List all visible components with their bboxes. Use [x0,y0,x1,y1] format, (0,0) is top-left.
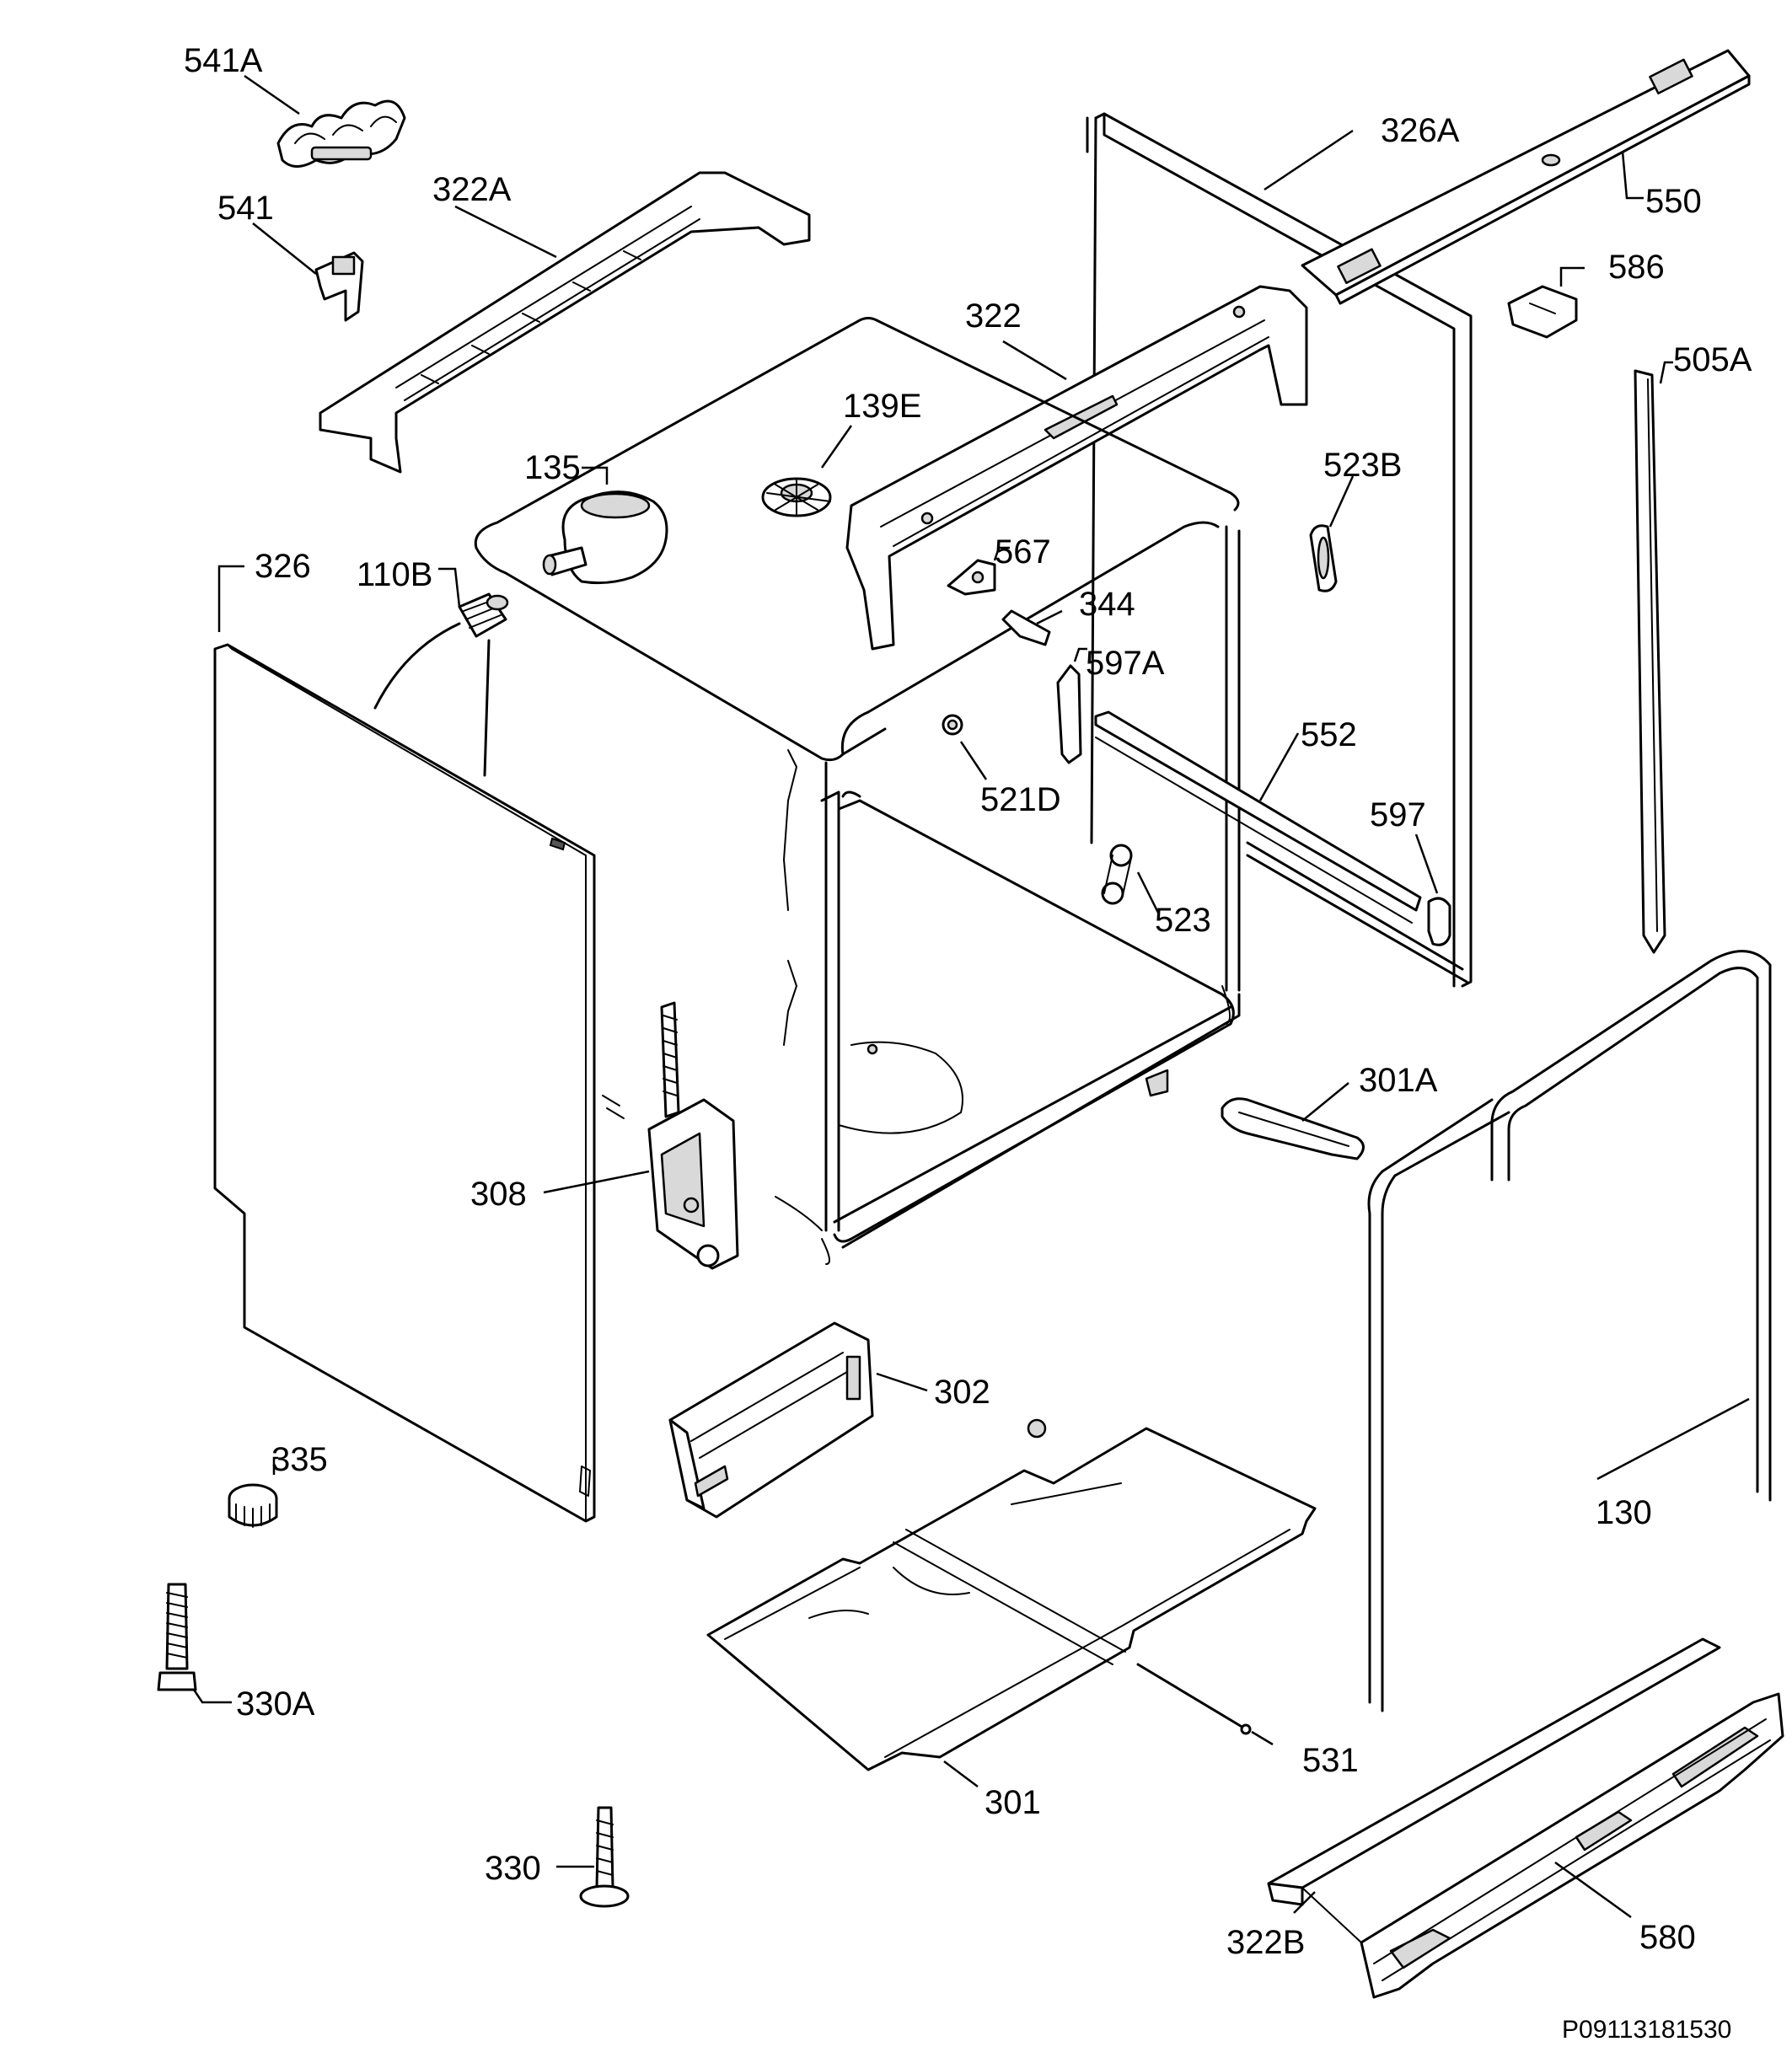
label-541A: 541A [184,42,263,79]
part-110B-hose-drawing [373,592,509,777]
part-531-rod-drawing [1136,1663,1252,1735]
label-541: 541 [217,190,274,227]
label-344: 344 [1079,586,1135,623]
label-335: 335 [271,1441,328,1478]
part-586-bracket-drawing [1507,285,1578,339]
part-326A-panel-drawing [1086,112,1473,988]
reference-code: P09113181530 [1562,2016,1731,2044]
label-505A: 505A [1673,341,1752,378]
part-523B-grommet-drawing [1309,524,1338,592]
part-597-clip-drawing [1427,897,1451,946]
label-302: 302 [934,1374,990,1411]
label-523: 523 [1155,902,1211,939]
part-521D-nut-drawing [942,714,963,736]
part-505A-strip-drawing [1634,369,1666,954]
label-322: 322 [965,297,1022,335]
label-580: 580 [1639,1919,1696,1956]
label-326: 326 [255,548,311,585]
label-322B: 322B [1226,1924,1305,1961]
part-335-foot-drawing [228,1483,278,1528]
label-550: 550 [1645,183,1702,220]
label-597A: 597A [1086,645,1165,682]
part-308-hinge-drawing [647,1001,739,1270]
part-301-base-drawing [706,1418,1317,1771]
part-301A-handle-drawing [1221,1097,1365,1160]
part-344-clip-drawing [1001,609,1051,646]
part-523-roller-drawing [1101,844,1133,905]
part-541A-clip-drawing [276,99,406,168]
part-302-box-drawing [668,1321,874,1519]
part-552-rail-drawing [1094,710,1422,924]
label-330: 330 [485,1850,541,1887]
label-521D: 521D [980,781,1061,818]
part-135-dispenser-drawing [542,490,668,585]
part-139E-drawing [761,477,832,517]
part-tub-drawing [474,317,1241,1265]
part-322A-rail-drawing [319,171,811,474]
label-130: 130 [1596,1494,1652,1531]
label-308: 308 [470,1176,527,1213]
label-567: 567 [995,533,1051,571]
label-135: 135 [524,449,581,486]
label-597: 597 [1370,796,1426,833]
part-330-screw-drawing [579,1806,630,1908]
label-552: 552 [1301,716,1357,753]
part-130-gasket-drawing [1367,950,1772,1712]
part-550-bar-drawing [1301,49,1751,305]
part-330A-screw-drawing [157,1583,197,1691]
part-567-bracket-drawing [947,559,996,596]
part-541-clip-drawing [314,251,364,322]
label-110B: 110B [357,556,432,593]
label-326A: 326A [1381,112,1460,149]
label-330A: 330A [236,1685,315,1723]
label-301: 301 [985,1784,1041,1821]
part-326-panel-drawing [213,643,596,1523]
part-322-frame-drawing [845,285,1308,651]
part-322B-580-frame-drawing [1267,1637,1784,1999]
label-322A: 322A [432,171,512,208]
label-301A: 301A [1359,1062,1438,1099]
label-523B: 523B [1323,447,1402,484]
label-586: 586 [1608,249,1665,286]
part-597A-latch-drawing [1056,664,1082,764]
label-531: 531 [1302,1742,1359,1779]
label-139E: 139E [843,388,921,425]
